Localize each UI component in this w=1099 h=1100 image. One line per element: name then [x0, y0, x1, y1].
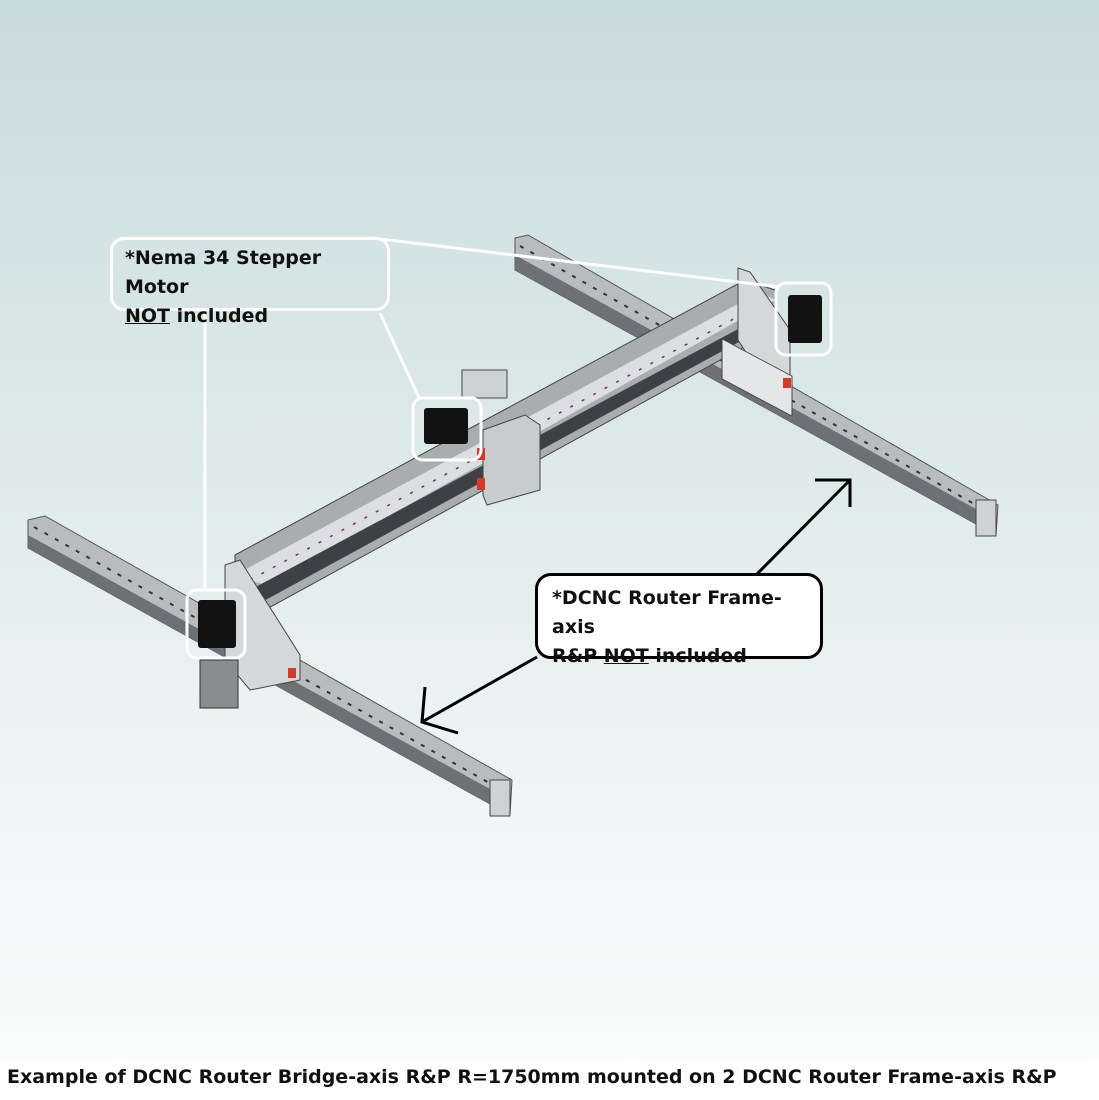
z-carriage	[461, 369, 541, 506]
motor-callout-rest: included	[170, 305, 269, 327]
frame-callout: *DCNC Router Frame-axis R&P NOT included	[535, 573, 823, 667]
frame-callout-line1: *DCNC Router Frame-axis	[552, 587, 782, 638]
frame-callout-rest: included	[648, 645, 747, 667]
motor-callout-not: NOT	[125, 305, 171, 327]
frame-axis-arrows	[420, 478, 852, 735]
caption-bar: Example of DCNC Router Bridge-axis R&P R…	[0, 1062, 1099, 1100]
stepper-motor-left	[198, 600, 236, 648]
gantry-carriage-right	[721, 338, 793, 417]
stepper-motor-right	[788, 295, 822, 343]
motor-callout: *Nema 34 Stepper Motor NOT included	[110, 237, 390, 327]
stepper-motor-bridge	[424, 408, 468, 444]
motor-callout-line1: *Nema 34 Stepper Motor	[125, 247, 322, 298]
frame-callout-prefix: R&P	[552, 645, 604, 667]
caption-text: Example of DCNC Router Bridge-axis R&P R…	[7, 1066, 1057, 1088]
frame-callout-not: NOT	[603, 645, 649, 667]
motor-highlights	[185, 236, 833, 660]
gearbox-left	[199, 659, 239, 709]
